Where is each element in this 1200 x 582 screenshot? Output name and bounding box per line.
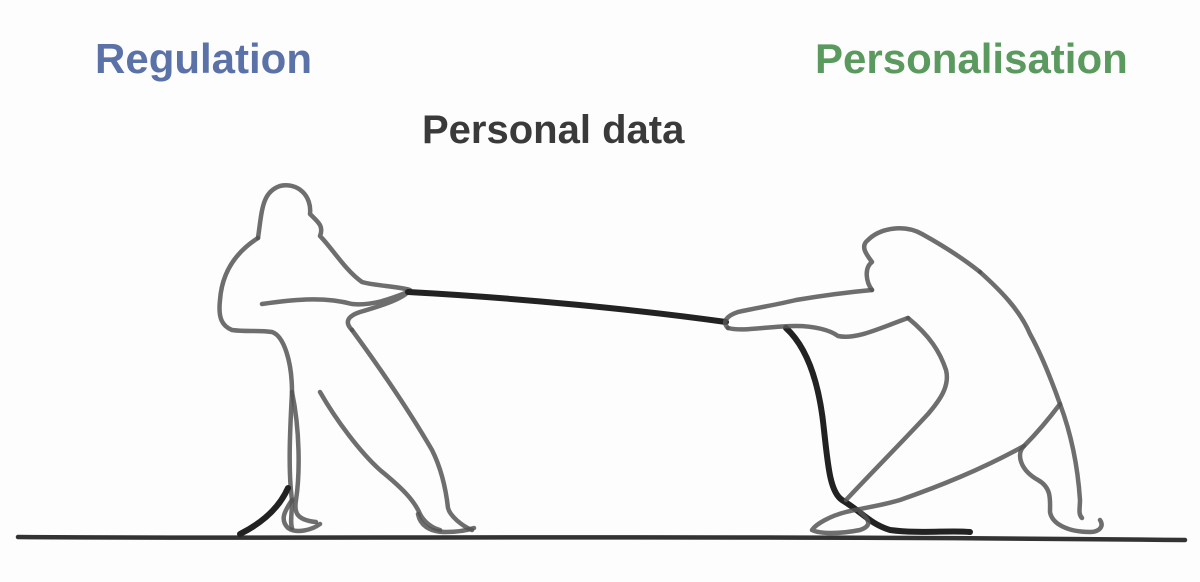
rope-main: [405, 289, 729, 325]
left-figure-back-leg: [289, 389, 319, 525]
left-figure-front-foot: [415, 511, 477, 535]
left-figure-back: [217, 235, 295, 531]
rope-tail-right: [783, 325, 973, 535]
ground-line: [15, 534, 1188, 543]
right-figure-arm-outer: [723, 287, 875, 331]
personalisation-label: Personalisation: [815, 35, 1128, 82]
left-figure-rear-foot: [281, 497, 323, 534]
left-figure-front-leg: [349, 327, 475, 533]
rope: [237, 289, 973, 537]
rope-tail-left: [237, 485, 291, 537]
right-figure-front-leg: [1017, 401, 1104, 535]
left-figure-arm: [259, 289, 411, 333]
personal-data-label: Personal data: [422, 108, 685, 152]
right-figure-torso: [843, 315, 950, 503]
right-figure-back-leg: [809, 443, 1027, 536]
left-figure-head: [255, 183, 413, 293]
regulation-label: Regulation: [95, 35, 312, 82]
right-figure-head: [861, 226, 983, 293]
left-figure-inner-leg: [317, 389, 443, 533]
right-figure: [723, 226, 1104, 536]
left-figure: [217, 183, 477, 535]
right-figure-back: [977, 269, 1085, 521]
right-figure-arm-inner: [725, 315, 911, 340]
